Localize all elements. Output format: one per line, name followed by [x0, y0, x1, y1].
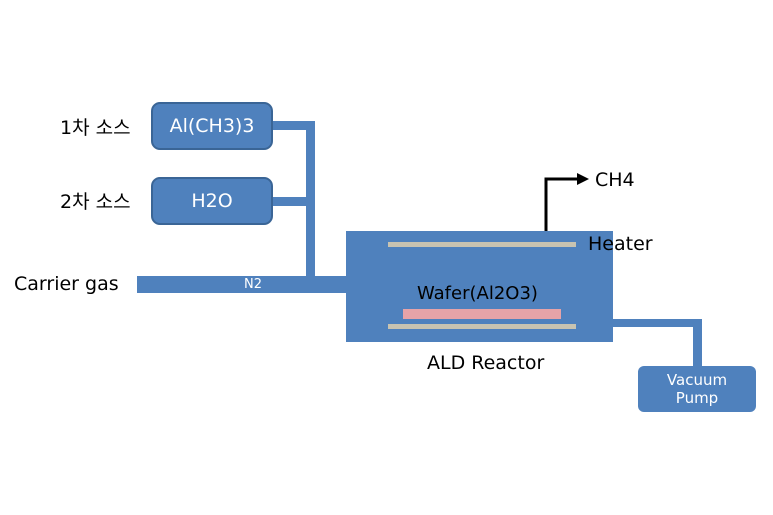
wafer: [403, 309, 561, 319]
source-2-pipe: [273, 197, 315, 206]
exhaust-arrow: [544, 173, 589, 232]
source-vertical-pipe: [306, 121, 315, 293]
reactor-label: ALD Reactor: [427, 352, 545, 374]
heater-label: Heater: [588, 233, 653, 255]
carrier-gas-name: N2: [244, 277, 262, 292]
source-1-chemical: Al(CH3)3: [169, 115, 255, 137]
vacuum-pump-line1: Vacuum: [666, 371, 728, 389]
vacuum-pump: Vacuum Pump: [638, 366, 756, 412]
heater-plate-bottom: [388, 324, 576, 329]
source-1-pipe: [273, 121, 315, 130]
wafer-label: Wafer(Al2O3): [417, 283, 538, 304]
carrier-gas-label: Carrier gas: [14, 273, 119, 295]
source-2-label: 2차 소스: [60, 191, 131, 213]
pump-pipe-horizontal: [613, 319, 702, 327]
source-1-label: 1차 소스: [60, 117, 131, 139]
carrier-gas-pipe: [137, 276, 347, 293]
exhaust-label: CH4: [595, 169, 635, 191]
source-2-chemical: H2O: [191, 190, 233, 212]
pump-pipe-vertical: [693, 319, 702, 369]
ald-reactor: [346, 231, 613, 342]
heater-plate-top: [388, 242, 576, 247]
vacuum-pump-line2: Pump: [675, 389, 719, 407]
source-2-box: H2O: [151, 177, 273, 225]
source-1-box: Al(CH3)3: [151, 102, 273, 150]
